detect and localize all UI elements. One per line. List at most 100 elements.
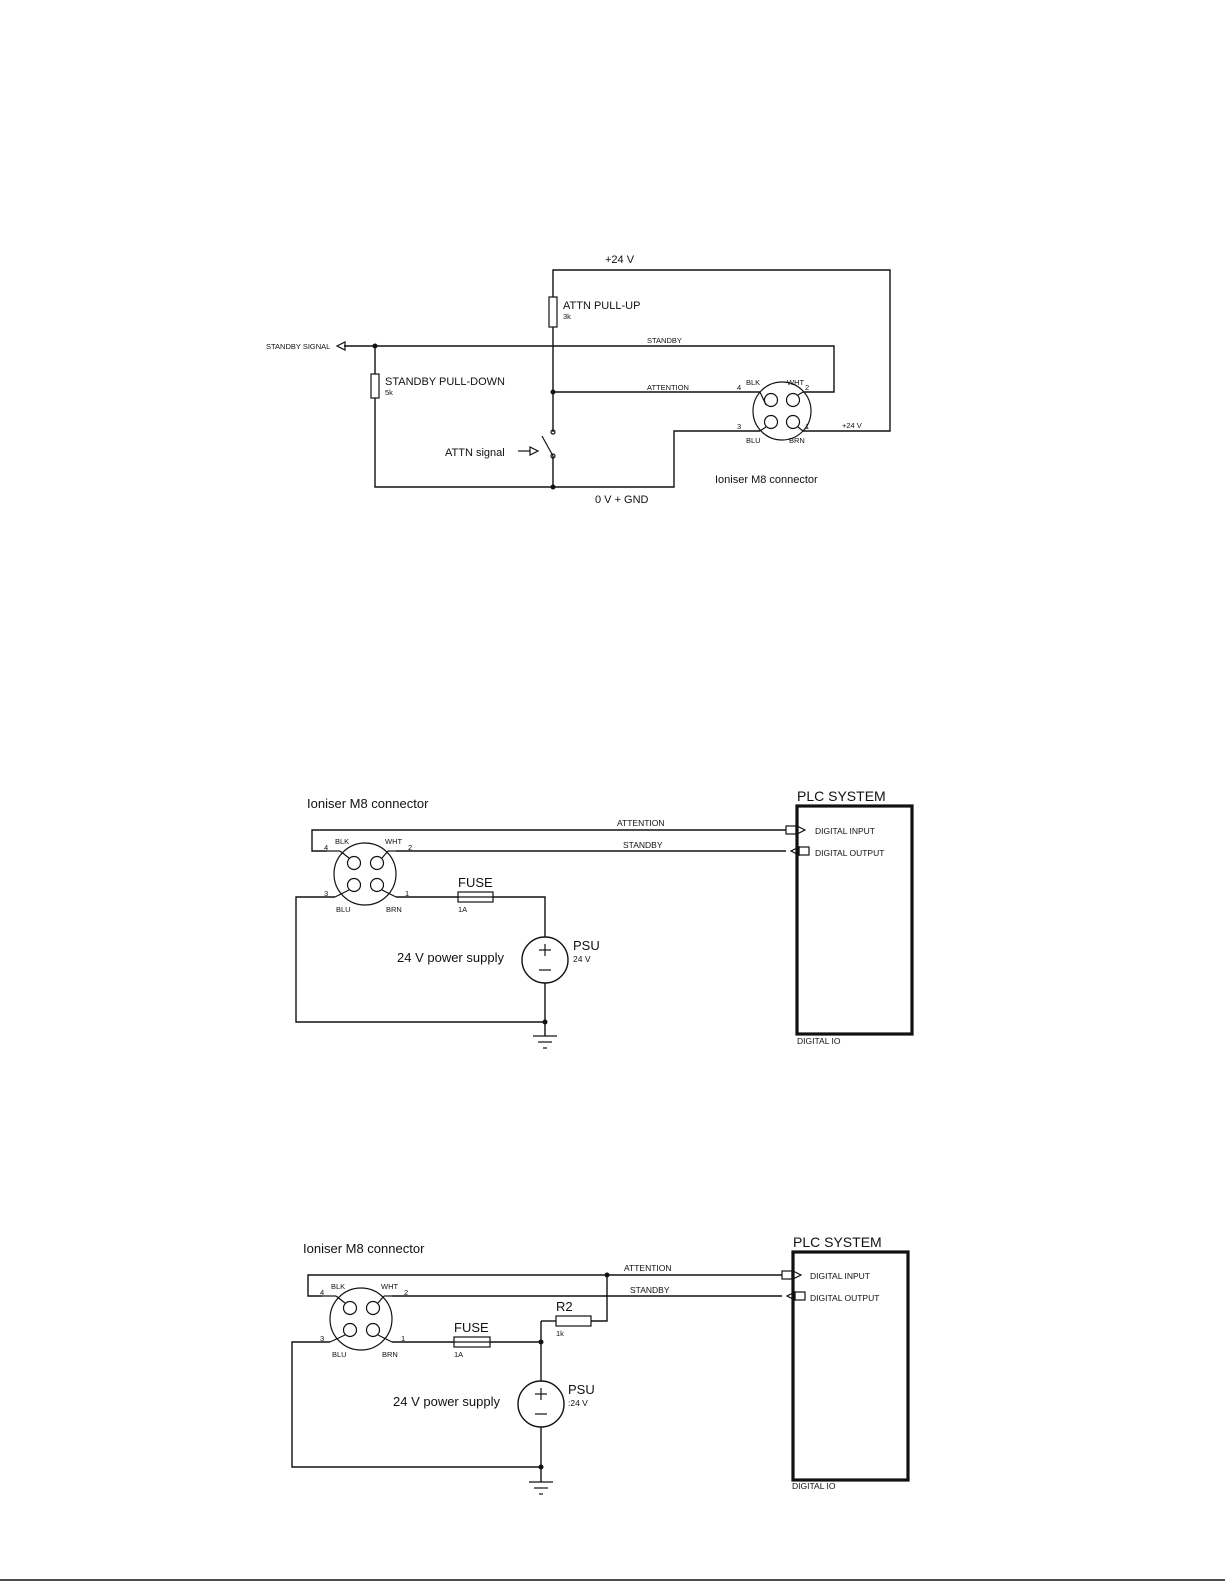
label-connector-2: Ioniser M8 connector bbox=[307, 796, 429, 811]
label-connector-3: Ioniser M8 connector bbox=[303, 1241, 425, 1256]
label-pin-1: 1 bbox=[401, 1334, 405, 1343]
junction-dot bbox=[604, 1272, 610, 1278]
label-attn-signal: ATTN signal bbox=[445, 447, 505, 459]
label-pin-3: 3 bbox=[320, 1334, 324, 1343]
junction-dot bbox=[550, 389, 556, 395]
digital-input-port bbox=[785, 825, 797, 835]
label-standby-signal: STANDBY SIGNAL bbox=[266, 342, 330, 351]
standby-signal-arrow-icon bbox=[335, 341, 346, 351]
digital-output-port bbox=[798, 846, 810, 856]
r2-resistor bbox=[555, 1315, 592, 1327]
wire-pulldown-to-gnd bbox=[374, 398, 760, 488]
digital-output-arrow-icon bbox=[789, 846, 800, 856]
digital-input-arrow-icon bbox=[796, 825, 807, 835]
label-standby-wire: STANDBY bbox=[630, 1285, 670, 1295]
junction-dot bbox=[538, 1339, 544, 1345]
standby-pulldown-resistor bbox=[370, 373, 380, 399]
ground-icon bbox=[533, 1035, 557, 1049]
junction-dot bbox=[538, 1464, 544, 1470]
attn-switch bbox=[518, 429, 556, 459]
digital-output-port bbox=[794, 1291, 806, 1301]
wire-attention bbox=[311, 829, 786, 852]
label-pin-2: 2 bbox=[805, 383, 809, 392]
label-gnd: 0 V + GND bbox=[595, 494, 649, 506]
label-psu-value: :24 V bbox=[568, 1398, 588, 1408]
plc-system-box bbox=[791, 1250, 910, 1482]
label-pin-brn: BRN bbox=[386, 905, 402, 914]
label-standby-pulldown-value: 5k bbox=[385, 388, 393, 397]
wire-attention bbox=[307, 1274, 782, 1297]
wire-fuse-to-psu bbox=[493, 896, 546, 937]
label-pin-blk: BLK bbox=[331, 1282, 345, 1291]
label-attn-pullup: ATTN PULL-UP bbox=[563, 300, 640, 312]
label-fuse-value: 1A bbox=[454, 1350, 463, 1359]
label-standby-wire: STANDBY bbox=[647, 336, 682, 345]
label-pin-blk: BLK bbox=[335, 837, 349, 846]
label-pin-3: 3 bbox=[737, 422, 741, 431]
label-pin-4: 4 bbox=[320, 1288, 324, 1297]
label-attention-wire: ATTENTION bbox=[647, 383, 689, 392]
digital-input-arrow-icon bbox=[792, 1270, 803, 1280]
label-r2-value: 1k bbox=[556, 1329, 564, 1338]
m8-connector-3 bbox=[322, 1287, 393, 1351]
label-attention-wire: ATTENTION bbox=[624, 1263, 672, 1273]
ground-icon bbox=[529, 1481, 553, 1495]
label-pin-wht: WHT bbox=[787, 378, 804, 387]
label-digital-output: DIGITAL OUTPUT bbox=[815, 848, 884, 858]
label-pin-4: 4 bbox=[324, 843, 328, 852]
attn-pullup-resistor bbox=[548, 296, 558, 328]
attn-signal-arrow-icon bbox=[529, 446, 540, 456]
label-fuse: FUSE bbox=[458, 875, 493, 890]
label-plc-system: PLC SYSTEM bbox=[797, 788, 886, 804]
diagram-plc-wiring-basic: PLC SYSTEM DIGITAL INPUT DIGITAL OUTPUT … bbox=[295, 788, 914, 1049]
m8-connector-1 bbox=[752, 381, 812, 441]
junction-dot bbox=[550, 484, 556, 490]
label-psu: PSU bbox=[573, 938, 600, 953]
junction-dot bbox=[372, 343, 378, 349]
wire-plus24v bbox=[552, 269, 891, 432]
diagram-plc-wiring-with-r2: PLC SYSTEM DIGITAL INPUT DIGITAL OUTPUT … bbox=[291, 1234, 910, 1495]
label-digital-input: DIGITAL INPUT bbox=[815, 826, 875, 836]
label-attn-pullup-value: 3k bbox=[563, 312, 571, 321]
label-pin-1: 1 bbox=[805, 422, 809, 431]
wire-blu-to-gnd bbox=[295, 896, 545, 1023]
label-plus24v: +24 V bbox=[605, 254, 635, 266]
label-standby-wire: STANDBY bbox=[623, 840, 663, 850]
label-digital-io: DIGITAL IO bbox=[797, 1036, 841, 1046]
label-pin-brn: BRN bbox=[382, 1350, 398, 1359]
label-plus24v-pin: +24 V bbox=[842, 421, 862, 430]
diagram-standby-attention-circuit: +24 V ATTN PULL-UP 3k STANDBY SIGNAL STA… bbox=[266, 254, 891, 506]
label-pin-4: 4 bbox=[737, 383, 741, 392]
label-pin-2: 2 bbox=[404, 1288, 408, 1297]
wire-blu-to-gnd bbox=[291, 1341, 541, 1468]
label-power-supply: 24 V power supply bbox=[393, 1394, 500, 1409]
label-pin-brn: BRN bbox=[789, 436, 805, 445]
label-digital-input: DIGITAL INPUT bbox=[810, 1271, 870, 1281]
m8-connector-2 bbox=[327, 842, 397, 906]
label-pin-blu: BLU bbox=[746, 436, 761, 445]
plc-system-box bbox=[795, 804, 914, 1036]
wire-r2-to-attention bbox=[591, 1275, 608, 1322]
label-pin-blu: BLU bbox=[336, 905, 351, 914]
digital-input-port bbox=[781, 1270, 793, 1280]
label-pin-wht: WHT bbox=[381, 1282, 398, 1291]
junction-dot bbox=[542, 1019, 548, 1025]
label-digital-io: DIGITAL IO bbox=[792, 1481, 836, 1491]
label-attention-wire: ATTENTION bbox=[617, 818, 665, 828]
label-plc-system: PLC SYSTEM bbox=[793, 1234, 882, 1250]
label-fuse: FUSE bbox=[454, 1320, 489, 1335]
label-pin-3: 3 bbox=[324, 889, 328, 898]
label-pin-wht: WHT bbox=[385, 837, 402, 846]
wire-standby bbox=[344, 345, 835, 393]
label-psu-value: 24 V bbox=[573, 954, 591, 964]
label-power-supply: 24 V power supply bbox=[397, 950, 504, 965]
label-fuse-value: 1A bbox=[458, 905, 467, 914]
label-pin-blk: BLK bbox=[746, 378, 760, 387]
label-connector-1: Ioniser M8 connector bbox=[715, 474, 818, 486]
label-pin-blu: BLU bbox=[332, 1350, 347, 1359]
psu-source bbox=[517, 1380, 565, 1428]
label-pin-2: 2 bbox=[408, 843, 412, 852]
label-digital-output: DIGITAL OUTPUT bbox=[810, 1293, 879, 1303]
label-pin-1: 1 bbox=[405, 889, 409, 898]
